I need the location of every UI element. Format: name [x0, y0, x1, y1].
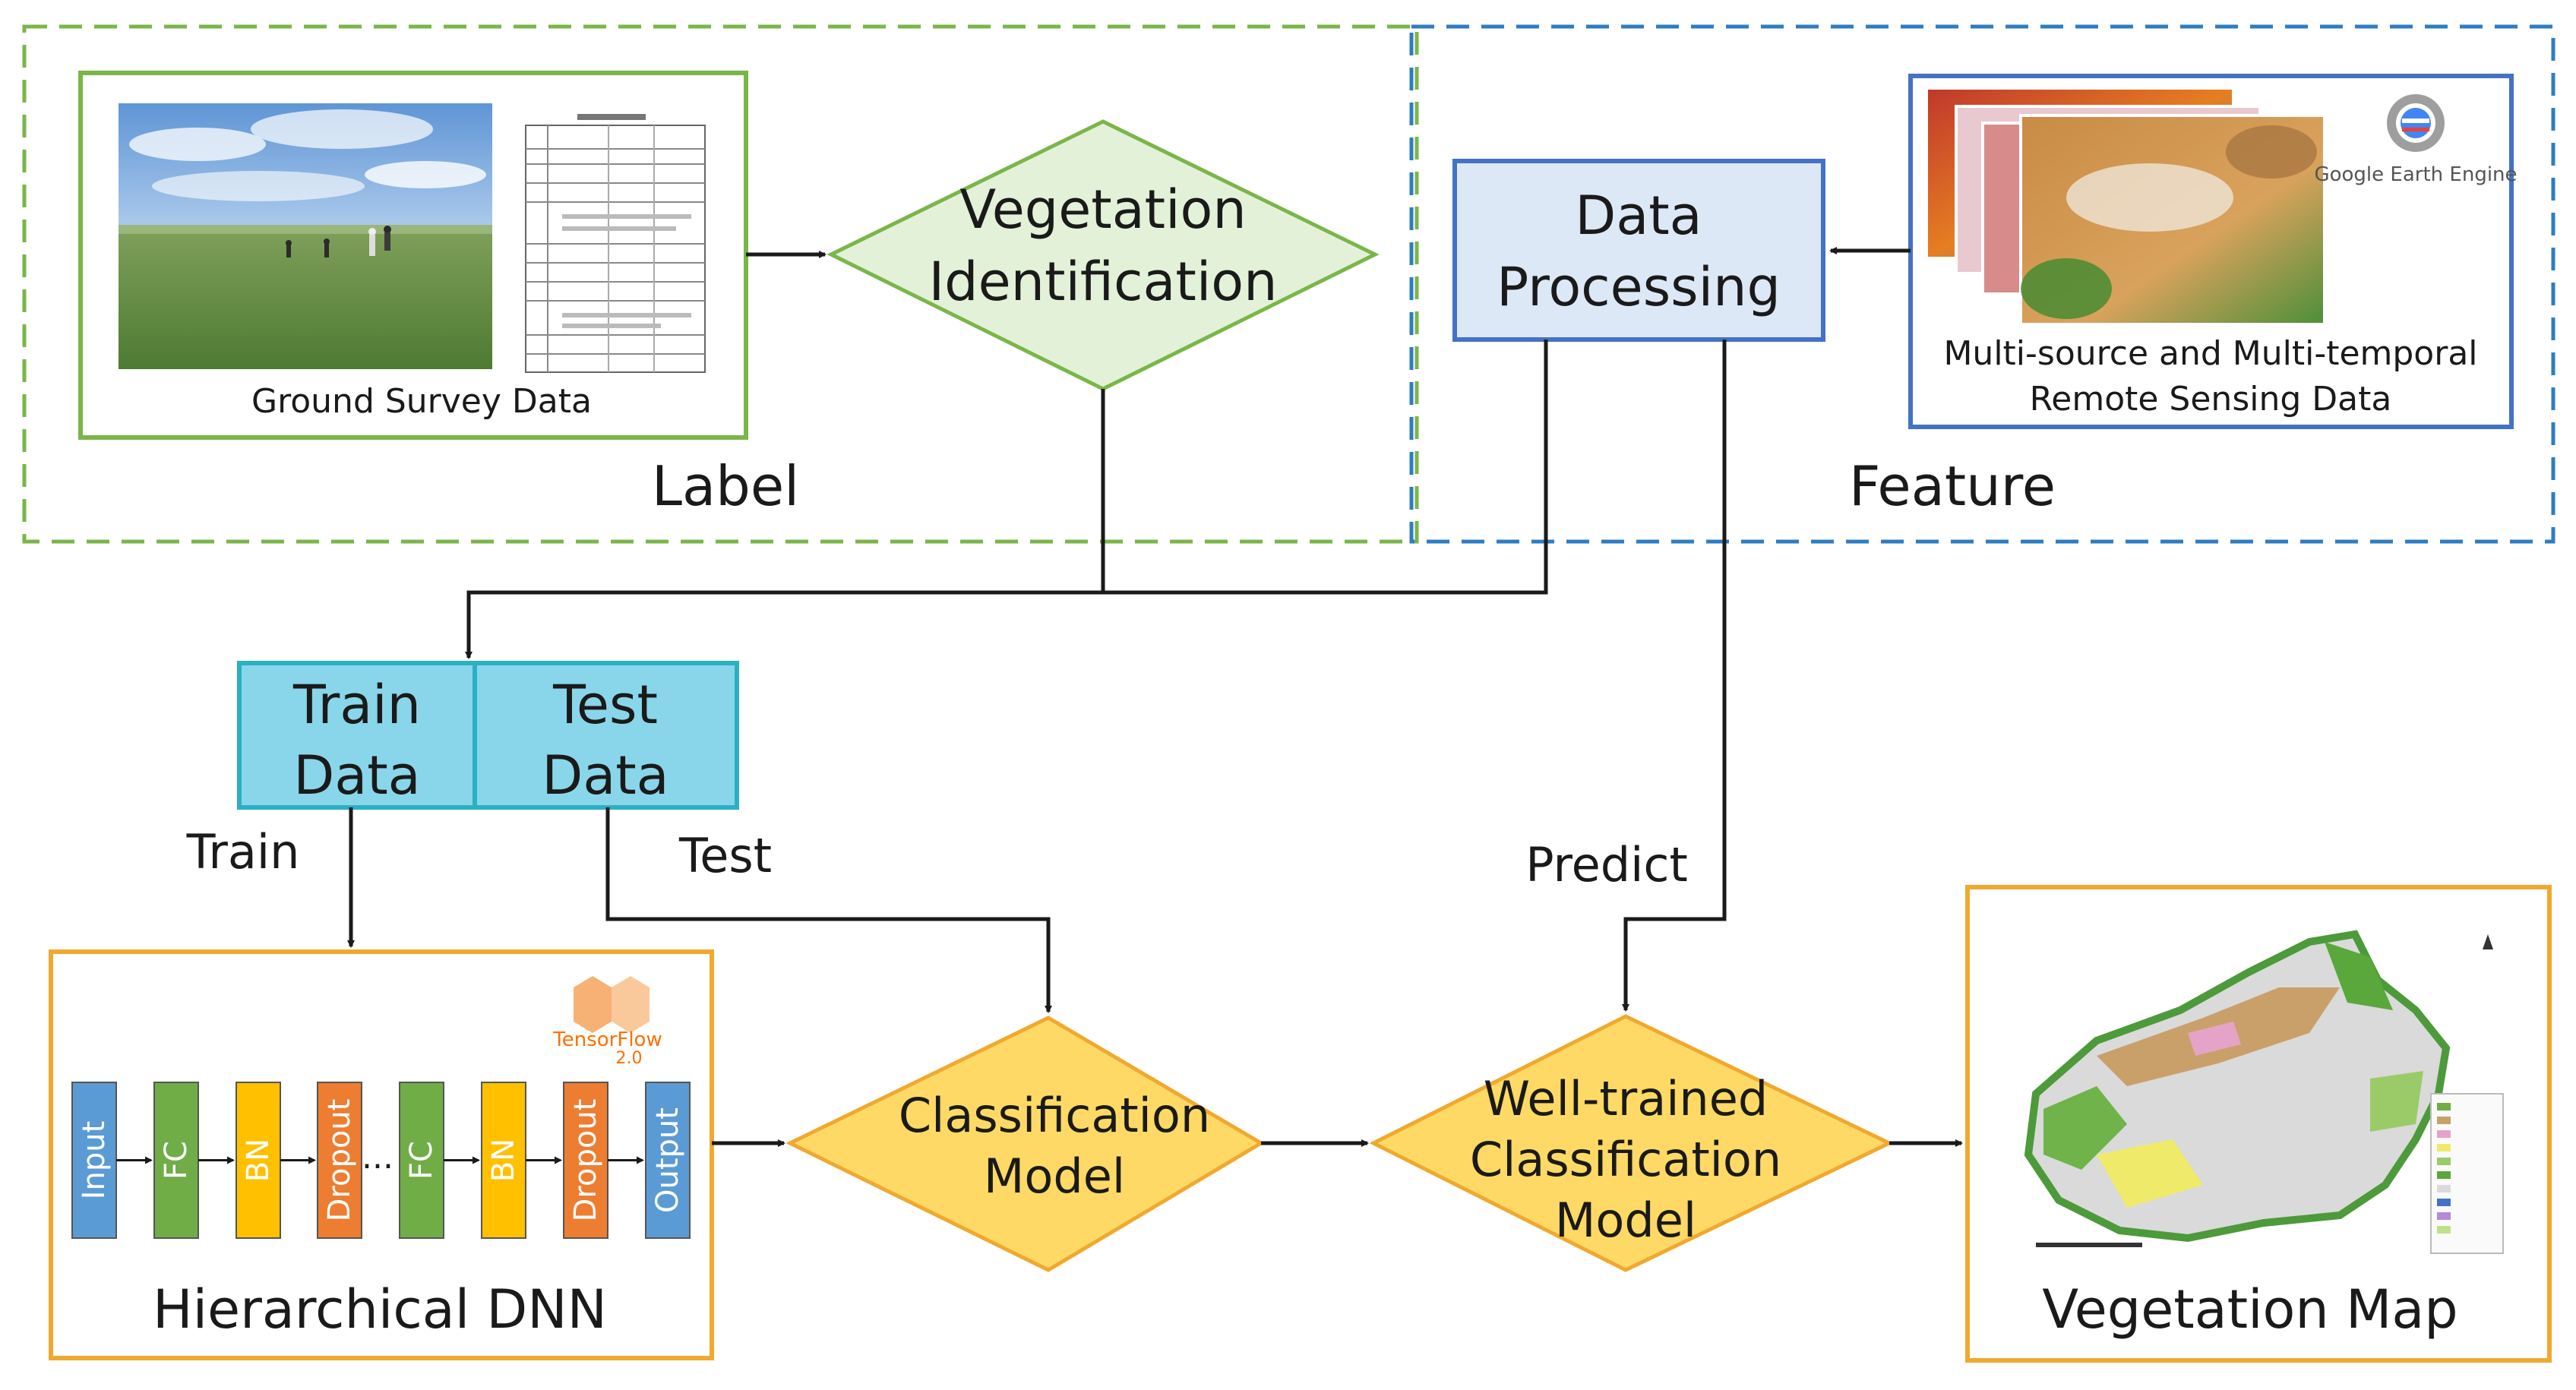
- label-region-title: Label: [652, 454, 799, 518]
- dnn-layer-3-label: BN: [241, 1139, 276, 1182]
- dnn-layer-6-block: [481, 1082, 526, 1239]
- ground-survey-box: Ground Survey Data: [78, 71, 748, 440]
- connectors: [347, 247, 1963, 1147]
- dnn-layer-2-block: [153, 1082, 199, 1239]
- dnn-layer-stack: Input FC BN Dropout FC BN Dropout Output: [71, 1082, 691, 1239]
- dnn-layer-5-block: [399, 1082, 444, 1239]
- dnn-layer-4-block: [317, 1082, 362, 1239]
- survey-form: [525, 114, 706, 373]
- tensorflow-version: 2.0: [616, 1049, 643, 1068]
- edge-label-predict: Predict: [1525, 837, 1688, 892]
- data-processing-line1: Data: [1575, 185, 1702, 247]
- google-earth-engine-logo: Google Earth Engine: [2314, 94, 2518, 186]
- well-trained-model-line2: Classification: [1470, 1132, 1781, 1187]
- dnn-layer-3-block: [235, 1082, 281, 1239]
- data-split-box: Train Data Test Data: [237, 661, 739, 810]
- classification-model-line2: Model: [984, 1148, 1125, 1204]
- dnn-layer-5-label: FC: [404, 1141, 439, 1180]
- ground-survey-caption: Ground Survey Data: [251, 382, 592, 421]
- remote-sensing-line2: Remote Sensing Data: [2030, 380, 2392, 419]
- vegetation-identification-line2: Identification: [929, 251, 1278, 313]
- remote-sensing-line1: Multi-source and Multi-temporal: [1943, 334, 2477, 373]
- well-trained-model-line1: Well-trained: [1484, 1071, 1768, 1126]
- feature-region-title: Feature: [1849, 454, 2056, 518]
- field-photo: [119, 103, 492, 369]
- dnn-layer-1-label: Input: [77, 1121, 112, 1200]
- vegetation-map-image: [2024, 930, 2504, 1254]
- arrow-test-to-classification: [605, 807, 1052, 1013]
- data-processing-box: Data Processing: [1452, 159, 1825, 342]
- well-trained-model-line3: Model: [1555, 1193, 1696, 1248]
- test-data-line2: Data: [542, 744, 668, 807]
- dnn-layer-7-label: Dropout: [568, 1099, 603, 1222]
- remote-sensing-box: Google Earth Engine Multi-source and Mul…: [1908, 74, 2518, 429]
- dnn-layer-8-block: [645, 1082, 691, 1239]
- classification-model-diamond: Classification Model: [785, 1016, 1265, 1272]
- hierarchical-dnn-title: Hierarchical DNN: [153, 1278, 607, 1341]
- hierarchical-dnn-box: TensorFlow 2.0 Input FC BN Dropout FC BN Dropo…: [49, 949, 714, 1360]
- tensorflow-label: TensorFlow: [552, 1028, 662, 1051]
- vegetation-map-title: Vegetation Map: [2042, 1278, 2457, 1341]
- dnn-ellipsis: ...: [362, 1138, 394, 1177]
- tensorflow-logo: TensorFlow 2.0: [552, 976, 662, 1068]
- vegetation-map-box: Vegetation Map: [1965, 885, 2552, 1363]
- dnn-layer-2-label: FC: [159, 1141, 194, 1180]
- vegetation-identification-diamond: Vegetation Identification: [827, 119, 1380, 391]
- label-region-frame: [22, 24, 1419, 544]
- vegetation-identification-line1: Vegetation: [959, 178, 1246, 241]
- train-data-line1: Train: [292, 674, 421, 736]
- dnn-layer-6-label: BN: [486, 1139, 521, 1182]
- edge-label-test: Test: [678, 828, 772, 883]
- train-data-line2: Data: [293, 744, 420, 807]
- feature-region-frame: [1409, 24, 2555, 544]
- arrow-processing-to-well-trained: [1622, 340, 1727, 1012]
- well-trained-model-diamond: Well-trained Classification Model: [1369, 1014, 1894, 1272]
- data-processing-line2: Processing: [1497, 256, 1781, 318]
- google-earth-engine-label: Google Earth Engine: [2314, 163, 2517, 186]
- test-data-line1: Test: [552, 674, 658, 736]
- dnn-layer-4-label: Dropout: [322, 1099, 357, 1222]
- line-processing-to-merge: [465, 340, 1548, 659]
- classification-model-line1: Classification: [899, 1088, 1210, 1143]
- edge-label-train: Train: [186, 824, 300, 880]
- remote-sensing-images: [1928, 90, 2326, 326]
- dnn-layer-8-label: Output: [650, 1107, 685, 1213]
